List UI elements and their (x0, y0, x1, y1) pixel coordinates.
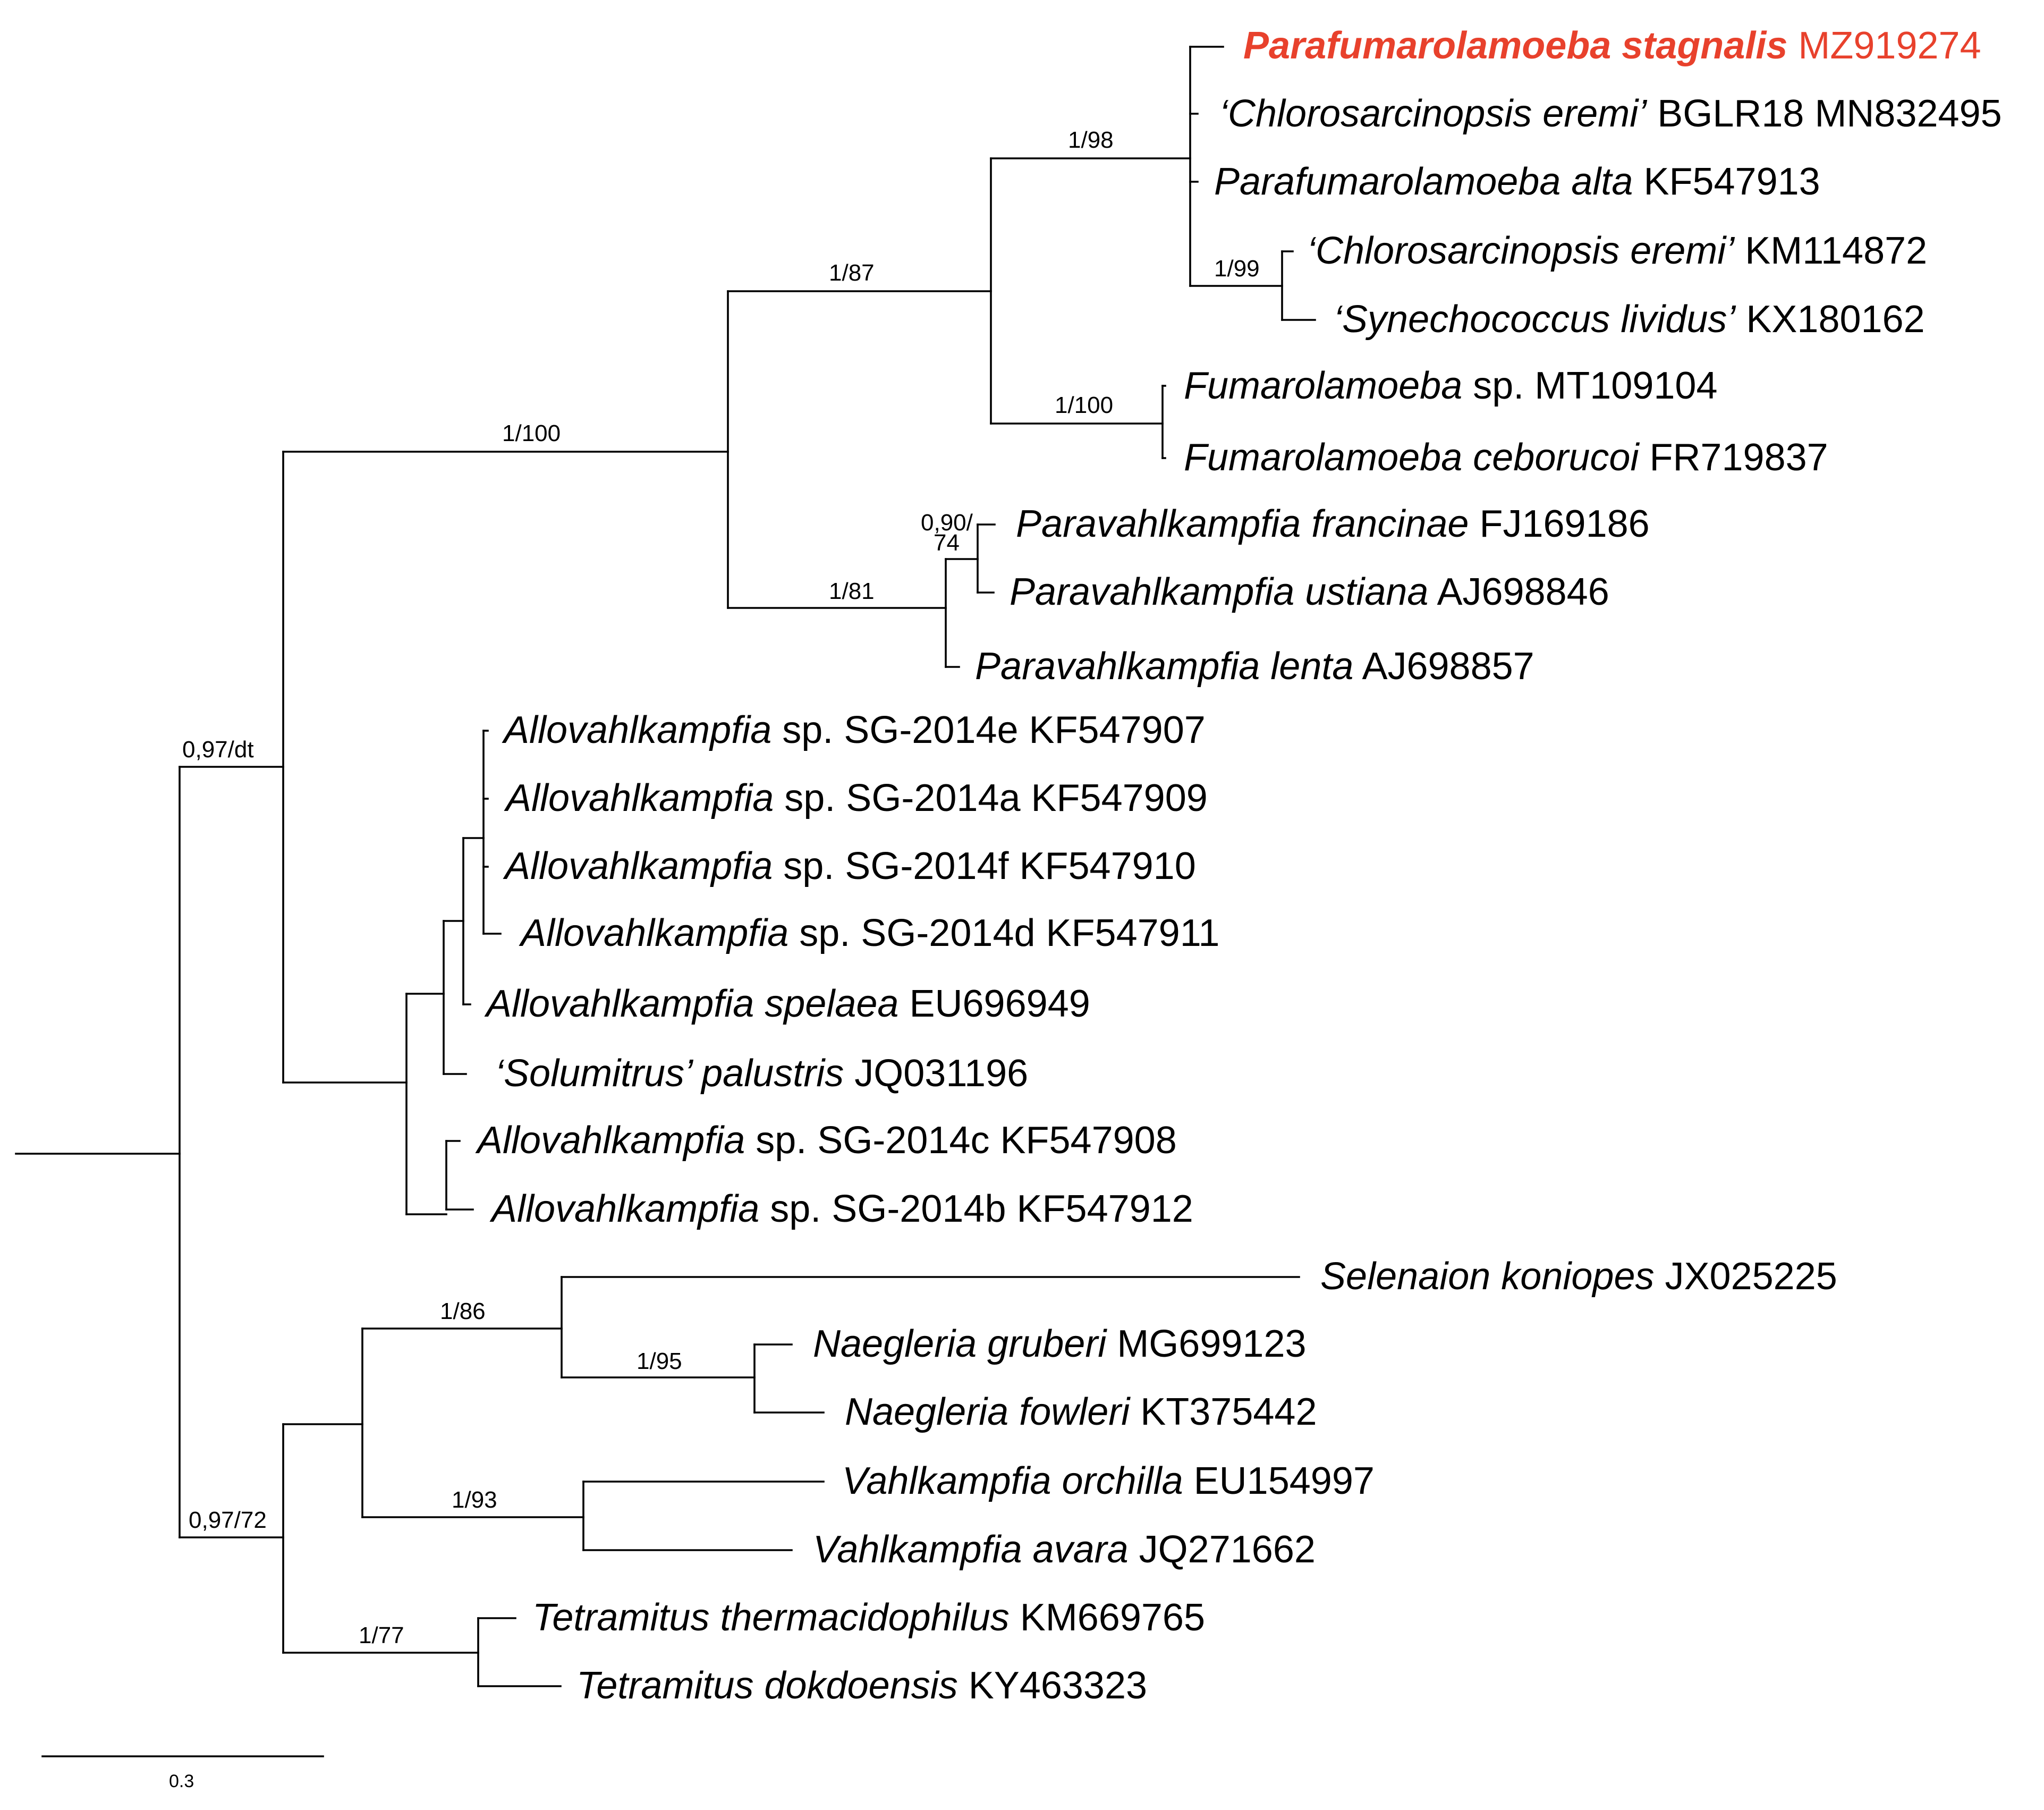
taxon-label: Vahlkampfia avara JQ271662 (813, 1528, 1316, 1571)
taxon-label: ‘Synechococcus lividus’ KX180162 (1334, 298, 1925, 341)
support-value: 1/81 (829, 578, 875, 604)
taxon-label: Allovahlkampfia sp. SG-2014f KF547910 (503, 845, 1196, 887)
taxon-label: Allovahlkampfia sp. SG-2014e KF547907 (502, 709, 1206, 751)
taxon-labels: Parafumarolamoeba stagnalis MZ919274 ‘Ch… (475, 24, 2002, 1707)
taxon-label: Allovahlkampfia sp. SG-2014b KF547912 (489, 1188, 1193, 1230)
taxon-label: ‘Chlorosarcinopsis eremi’ BGLR18 MN83249… (1219, 92, 2002, 135)
tree-branches (15, 46, 1316, 1757)
taxon-label: Allovahlkampfia spelaea EU696949 (484, 983, 1090, 1025)
taxon-label: Allovahlkampfia sp. SG-2014a KF547909 (504, 777, 1208, 819)
support-value: 1/95 (637, 1348, 682, 1374)
support-value: 0,97/72 (189, 1507, 267, 1533)
support-value: 1/99 (1214, 256, 1260, 282)
taxon-label: Paravahlkampfia lenta AJ698857 (975, 645, 1534, 688)
support-value: 1/77 (359, 1622, 404, 1648)
taxon-label: Naegleria gruberi MG699123 (813, 1323, 1307, 1365)
support-value: 0,90/ (921, 510, 973, 536)
support-values: 1/98 1/87 1/99 1/100 1/100 0,90/ 74 1/81… (182, 127, 1260, 1648)
taxon-label: Fumarolamoeba ceborucoi FR719837 (1184, 436, 1828, 479)
taxon-label: Naegleria fowleri KT375442 (845, 1391, 1317, 1433)
taxon-label: Allovahlkampfia sp. SG-2014d KF547911 (519, 912, 1219, 954)
support-value: 1/87 (829, 260, 875, 286)
support-value: 1/93 (452, 1487, 497, 1513)
support-value: 1/86 (440, 1298, 486, 1324)
taxon-label: Fumarolamoeba sp. MT109104 (1184, 365, 1718, 407)
scale-bar-label: 0.3 (169, 1771, 194, 1791)
taxon-label: Parafumarolamoeba stagnalis MZ919274 (1243, 24, 1981, 67)
support-value: 74 (934, 530, 960, 556)
support-value: 1/98 (1068, 127, 1114, 153)
taxon-label: Parafumarolamoeba alta KF547913 (1214, 160, 1820, 203)
taxon-label: Tetramitus thermacidophilus KM669765 (532, 1596, 1205, 1639)
taxon-label: Tetramitus dokdoensis KY463323 (576, 1664, 1147, 1707)
support-value: 1/100 (1055, 392, 1113, 418)
taxon-label: ‘Chlorosarcinopsis eremi’ KM114872 (1307, 230, 1927, 272)
taxon-label: Paravahlkampfia ustiana AJ698846 (1010, 571, 1609, 613)
taxon-label: Paravahlkampfia francinae FJ169186 (1016, 503, 1650, 545)
taxon-label: ‘Solumitrus’ palustris JQ031196 (495, 1052, 1028, 1095)
support-value: 1/100 (502, 420, 561, 446)
support-value: 0,97/dt (182, 737, 254, 763)
taxon-label: Vahlkampfia orchilla EU154997 (842, 1460, 1375, 1502)
taxon-label: Allovahlkampfia sp. SG-2014c KF547908 (475, 1119, 1177, 1162)
taxon-label: Selenaion koniopes JX025225 (1320, 1255, 1837, 1298)
